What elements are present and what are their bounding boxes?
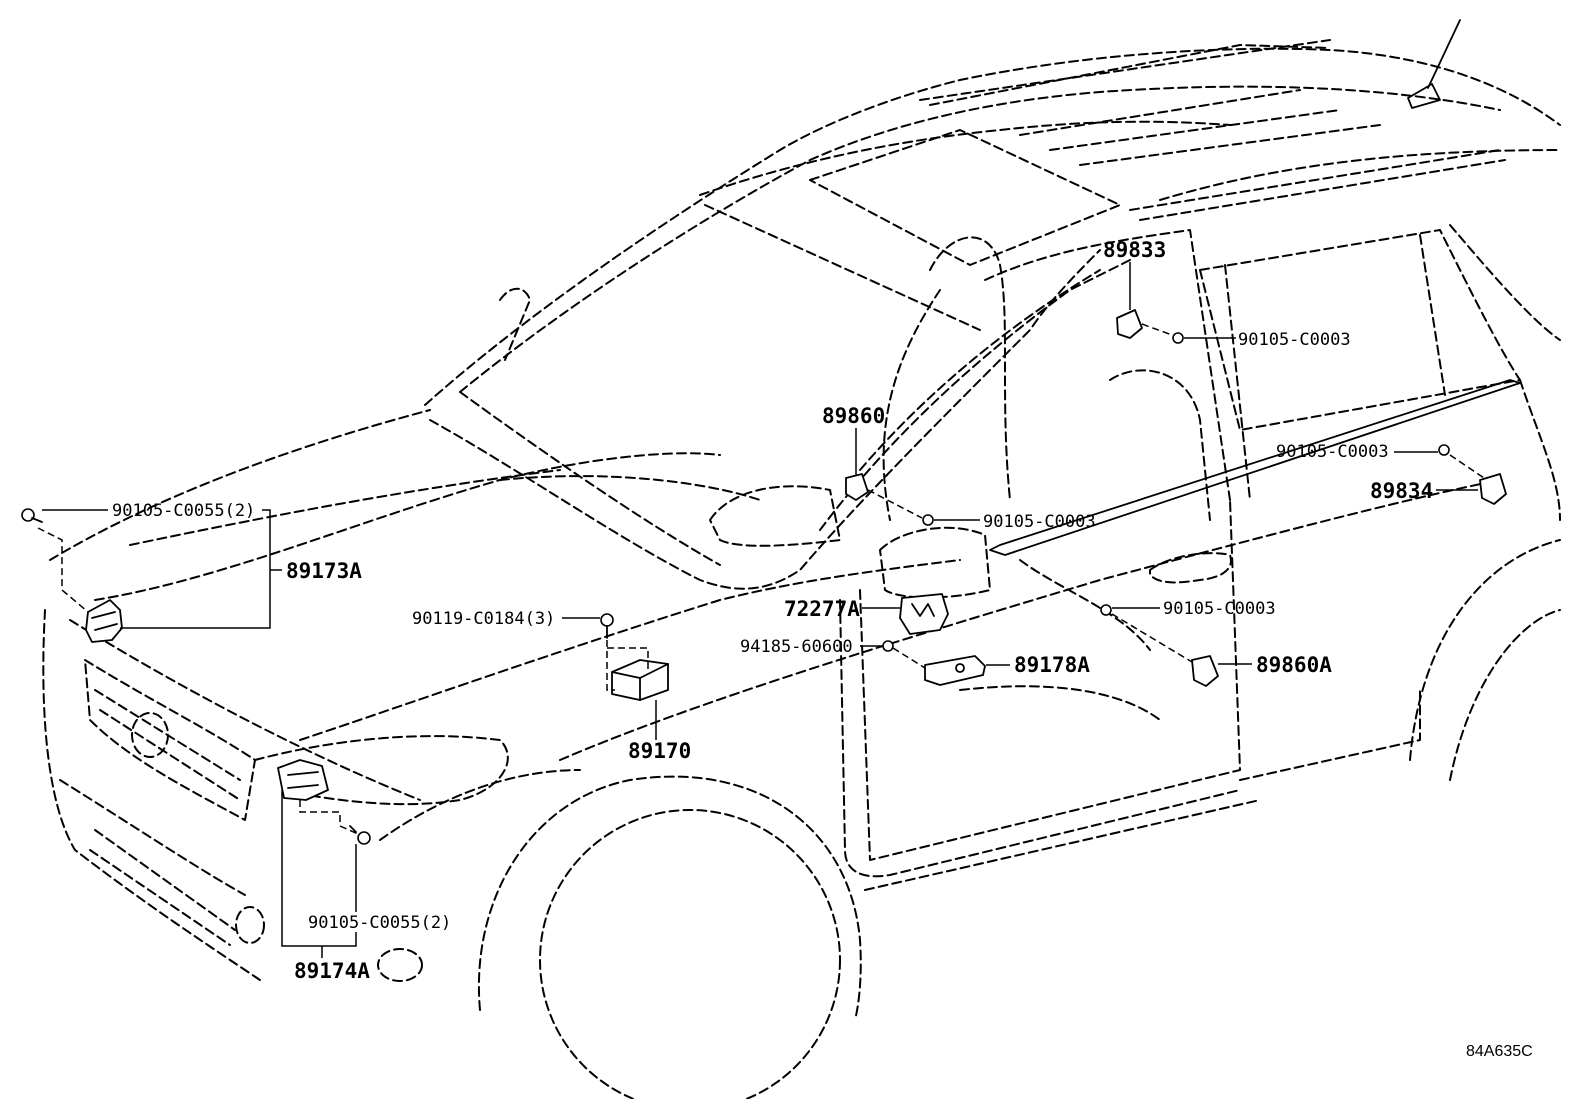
bolt-90119-c0184-icon bbox=[600, 613, 614, 639]
vehicle-outline bbox=[42, 19, 1561, 1099]
label-90105-c0055-top: 90105-C0055(2) bbox=[112, 501, 255, 521]
label-89833: 89833 bbox=[1103, 238, 1166, 262]
label-90105-c0003-d: 90105-C0003 bbox=[1163, 599, 1276, 619]
label-90105-c0055-bottom: 90105-C0055(2) bbox=[308, 913, 451, 933]
bolt-90105-c0003-a-icon bbox=[1172, 332, 1184, 344]
sensor-89173a-icon bbox=[85, 599, 123, 643]
label-90105-c0003-c: 90105-C0003 bbox=[1276, 442, 1389, 462]
leader-lines bbox=[37, 262, 1485, 958]
label-89174a: 89174A bbox=[294, 959, 370, 983]
bolt-90105-c0055-top-icon bbox=[21, 508, 43, 523]
sensor-89860-icon bbox=[845, 473, 869, 501]
label-89170: 89170 bbox=[628, 739, 691, 763]
bolt-90105-c0003-d-icon bbox=[1100, 604, 1112, 616]
label-72277a: 72277A bbox=[784, 597, 860, 621]
sensor-89860a-icon bbox=[1191, 655, 1219, 687]
bracket-72277a-icon bbox=[899, 593, 949, 635]
parts bbox=[21, 309, 1507, 845]
label-89173a: 89173A bbox=[286, 559, 362, 583]
label-89178a: 89178A bbox=[1014, 653, 1090, 677]
label-90119-c0184: 90119-C0184(3) bbox=[412, 609, 555, 629]
label-94185-60600: 94185-60600 bbox=[740, 637, 853, 657]
label-89860a: 89860A bbox=[1256, 653, 1332, 677]
sensor-89833-icon bbox=[1116, 309, 1143, 339]
sensor-89174a-icon bbox=[277, 759, 329, 801]
label-90105-c0003-b: 90105-C0003 bbox=[983, 512, 1096, 532]
sensor-89834-icon bbox=[1479, 473, 1507, 505]
nut-94185-60600-icon bbox=[882, 640, 894, 652]
label-89834: 89834 bbox=[1370, 479, 1433, 503]
sensor-89178a-icon bbox=[924, 655, 986, 686]
label-90105-c0003-a: 90105-C0003 bbox=[1238, 330, 1351, 350]
part-labels: 89833 90105-C0003 89860 90105-C0003 8983… bbox=[112, 238, 1533, 1060]
airbag-ecu-89170-icon bbox=[611, 659, 669, 701]
bolt-90105-c0003-b-icon bbox=[922, 514, 934, 526]
bolt-90105-c0055-bottom-icon bbox=[349, 825, 371, 845]
bolt-90105-c0003-c-icon bbox=[1438, 444, 1450, 456]
diagram-code: 84A635C bbox=[1466, 1043, 1533, 1060]
label-89860: 89860 bbox=[822, 404, 885, 428]
